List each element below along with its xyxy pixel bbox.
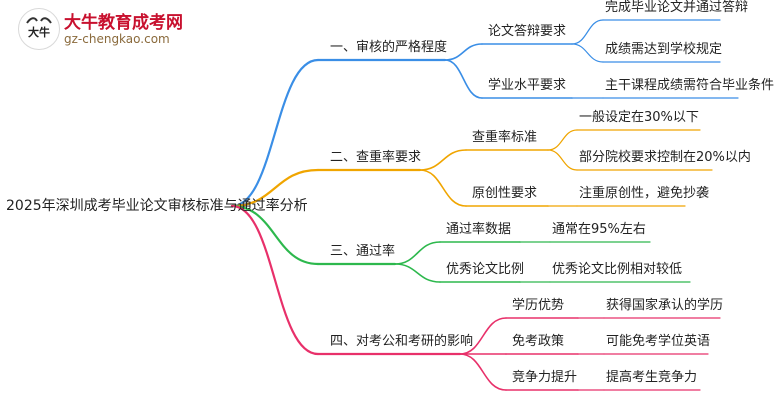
leaf-label: 通常在95%左右	[552, 222, 646, 237]
leaf-connector	[547, 129, 578, 151]
leaf-label: 提高考生竞争力	[606, 370, 698, 385]
leaf-connector	[571, 19, 604, 45]
leaf-label: 成绩需达到学校规定	[605, 42, 723, 57]
branch-label: 四、对考公和考研的影响	[330, 334, 474, 349]
leaf-connector	[547, 149, 578, 171]
logo-title: 大牛教育成考网	[64, 13, 183, 33]
sub-label: 优秀论文比例	[446, 262, 525, 277]
sub-label: 竞争力提升	[512, 370, 578, 385]
leaf-label: 注重原创性，避免抄袭	[579, 186, 710, 201]
sub-connector	[444, 59, 483, 99]
branch-connector	[230, 168, 320, 208]
sub-connector	[394, 241, 441, 265]
mindmap-root: 2025年深圳成考毕业论文审核标准与通过率分析	[6, 198, 308, 214]
leaf-connector	[571, 43, 604, 63]
branch-label: 一、审核的严格程度	[330, 40, 448, 55]
leaf-label: 一般设定在30%以下	[579, 110, 699, 125]
leaf-label: 优秀论文比例相对较低	[552, 262, 683, 277]
sub-label: 学历优势	[512, 298, 565, 313]
sub-label: 查重率标准	[472, 130, 538, 145]
bull-logo-icon: 大牛	[18, 8, 60, 50]
sub-connector	[444, 43, 483, 61]
branch-label: 二、查重率要求	[330, 150, 422, 165]
sub-label: 原创性要求	[472, 186, 538, 201]
sub-connector	[459, 317, 507, 355]
branch-connector	[230, 58, 320, 208]
site-logo: 大牛 大牛教育成考网 gz-chengkao.com	[8, 6, 198, 52]
leaf-label: 主干课程成绩需符合毕业条件	[605, 78, 774, 93]
branch-connector	[230, 204, 320, 266]
sub-connector	[459, 353, 507, 391]
sub-label: 免考政策	[512, 334, 565, 349]
sub-label: 通过率数据	[446, 222, 512, 237]
leaf-label: 完成毕业论文并通过答辩	[605, 0, 749, 15]
branch-label: 三、通过率	[330, 244, 396, 259]
sub-connector	[419, 149, 467, 171]
logo-url: gz-chengkao.com	[64, 32, 170, 46]
sub-label: 学业水平要求	[488, 78, 567, 93]
mindmap-connectors	[230, 19, 739, 391]
sub-connector	[394, 263, 441, 283]
leaf-label: 部分院校要求控制在20%以内	[579, 150, 751, 165]
leaf-label: 获得国家承认的学历	[606, 298, 724, 313]
sub-connector	[419, 169, 467, 207]
logo-mark-text: 大牛	[28, 25, 50, 39]
leaf-label: 可能免考学位英语	[606, 334, 711, 349]
branch-connector	[230, 204, 320, 356]
sub-label: 论文答辩要求	[488, 24, 567, 39]
